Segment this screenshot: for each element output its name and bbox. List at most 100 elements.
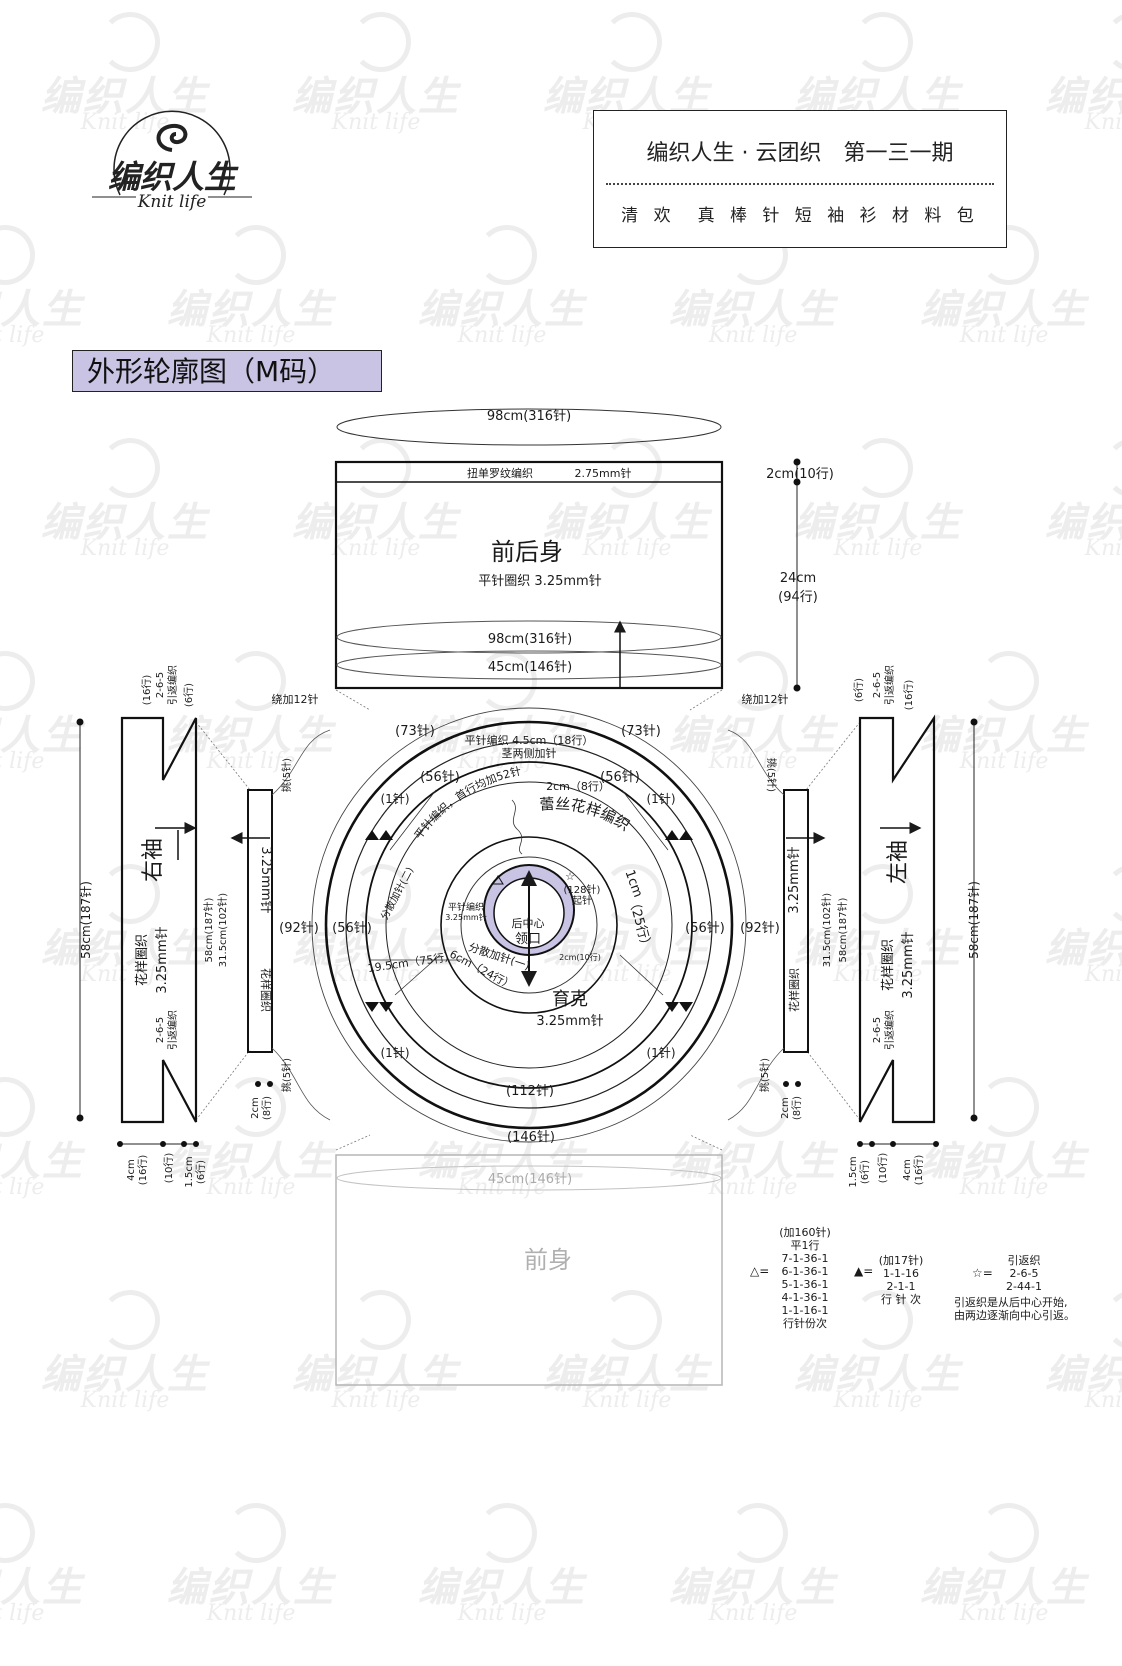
right-sleeve-inner-len2: 31.5cm(102针) xyxy=(216,893,229,967)
watermark-en: Knit life xyxy=(1084,1388,1122,1413)
yoke-needle: 3.25mm针 xyxy=(536,1014,603,1029)
title-line-1: 编织人生 · 云团织 第一三一期 xyxy=(646,141,954,166)
watermark-en: Knit life xyxy=(582,536,672,561)
flat-knit-needle: 3.25mm针 xyxy=(445,912,486,922)
watermark-swirl-icon xyxy=(100,1290,160,1350)
left-dim-4cm: 4cm xyxy=(902,1159,913,1181)
dim-1cm: 1cm xyxy=(621,868,645,900)
body-height-rows: (94行) xyxy=(778,590,818,605)
watermark-en: Knit life xyxy=(1084,110,1122,135)
watermark-swirl-icon xyxy=(226,225,286,285)
watermark-en: Knit life xyxy=(206,323,296,348)
right-cuff-2cm: 2cm xyxy=(250,1097,261,1119)
body-height-cm: 24cm xyxy=(780,571,816,586)
count-56-mr: (56针) xyxy=(685,921,725,936)
right-pick-bottom: 挑(5针) xyxy=(280,1058,293,1092)
right-sleeve-rows16: (16行) xyxy=(140,675,153,706)
left-cuff-pattern: 花样圈织 xyxy=(787,968,801,1012)
body-width-mid: 98cm(316针) xyxy=(488,632,572,647)
left-sleeve-inner-length: 58cm(187针) xyxy=(836,897,849,962)
watermark-en: Knit life xyxy=(331,536,421,561)
cast-on-left: 绕加12针 xyxy=(272,692,319,706)
watermark-swirl-icon xyxy=(477,651,537,711)
watermark-en: Knit life xyxy=(331,110,421,135)
pattern-diagram: 98cm(316针) 扭单罗纹编织 2.75mm针 2cm(10行) 前后身 平… xyxy=(76,408,981,1386)
watermark-swirl-icon xyxy=(226,651,286,711)
watermark-cn: 编织人生 xyxy=(292,499,460,546)
right-cuff-pattern: 花样圈织 xyxy=(259,968,273,1012)
watermark-cn: 编织人生 xyxy=(1045,925,1122,972)
left-cuff-2cm: 2cm xyxy=(780,1097,791,1119)
left-sleeve-pattern: 花样圈织 xyxy=(880,939,896,991)
watermark-en: Knit life xyxy=(0,749,45,774)
watermark-cn: 编织人生 xyxy=(543,1351,711,1398)
right-sleeve-short-label-bottom: 引返编织 xyxy=(166,1010,179,1050)
watermark-en: Knit life xyxy=(833,536,923,561)
watermark-cn: 编织人生 xyxy=(543,499,711,546)
logo: 编织人生 Knit life xyxy=(92,100,252,232)
front-piece xyxy=(335,1154,723,1386)
watermark-swirl-icon xyxy=(602,438,662,498)
watermark-cn: 编织人生 xyxy=(41,1351,209,1398)
count-92-left: (92针) xyxy=(279,921,319,936)
logo-emblem xyxy=(92,110,252,198)
watermark-swirl-icon xyxy=(853,12,913,72)
right-dim-10: (10行) xyxy=(162,1153,175,1184)
watermark-swirl-icon xyxy=(979,1077,1039,1137)
watermark-cn: 编织人生 xyxy=(292,925,460,972)
watermark-en: Knit life xyxy=(1084,536,1122,561)
right-dim-4cm: 4cm xyxy=(126,1159,137,1181)
watermark-cn: 编织人生 xyxy=(0,1138,84,1185)
legend-open-triangle-symbol: △= xyxy=(750,1264,770,1278)
legend-filled-triangle-symbol: ▲= xyxy=(854,1264,874,1278)
watermark-swirl-icon xyxy=(602,1290,662,1350)
logo-text-en: Knit life xyxy=(137,192,207,212)
watermark-cn: 编织人生 xyxy=(41,925,209,972)
count-1-tl: (1针) xyxy=(381,791,410,806)
yoke-piece: ☆ xyxy=(195,689,861,1151)
dim-19-5: 19.5cm（75行） xyxy=(367,950,456,975)
watermark-swirl-icon xyxy=(728,1503,788,1563)
watermark-cn: 编织人生 xyxy=(1045,1351,1122,1398)
right-sleeve-rows6: (6行) xyxy=(182,683,195,707)
watermark-swirl-icon xyxy=(100,864,160,924)
watermark-en: Knit life xyxy=(582,1388,672,1413)
count-56-tr: (56针) xyxy=(600,770,640,785)
watermark-cn: 编织人生 xyxy=(1045,73,1122,120)
watermark-en: Knit life xyxy=(80,962,170,987)
watermark-swirl-icon xyxy=(602,12,662,72)
watermark-swirl-icon xyxy=(477,1503,537,1563)
watermark-en: Knit life xyxy=(457,1175,547,1200)
watermark-en: Knit life xyxy=(833,962,923,987)
watermark-swirl-icon xyxy=(853,1290,913,1350)
watermark-cn: 编织人生 xyxy=(920,1138,1088,1185)
watermark-swirl-icon xyxy=(979,1503,1039,1563)
right-sleeve-length: 58cm(187针) xyxy=(78,881,93,959)
watermark-cn: 编织人生 xyxy=(543,925,711,972)
watermark-cn: 编织人生 xyxy=(0,712,84,759)
watermark-en: Knit life xyxy=(0,1175,45,1200)
left-cuff-8rows: (8行) xyxy=(790,1096,803,1120)
watermark-en: Knit life xyxy=(0,323,45,348)
watermark-en: Knit life xyxy=(708,323,798,348)
watermark-swirl-icon xyxy=(226,1503,286,1563)
watermark-en: Knit life xyxy=(959,323,1049,348)
count-1-br: (1针) xyxy=(647,1045,676,1060)
watermark-en: Knit life xyxy=(708,749,798,774)
star-marker: ☆ xyxy=(565,870,575,883)
flat-knit: 平针编织 xyxy=(448,901,484,913)
watermark-en: Knit life xyxy=(1084,962,1122,987)
body-title: 前后身 xyxy=(491,538,563,566)
watermark-cn: 编织人生 xyxy=(794,499,962,546)
